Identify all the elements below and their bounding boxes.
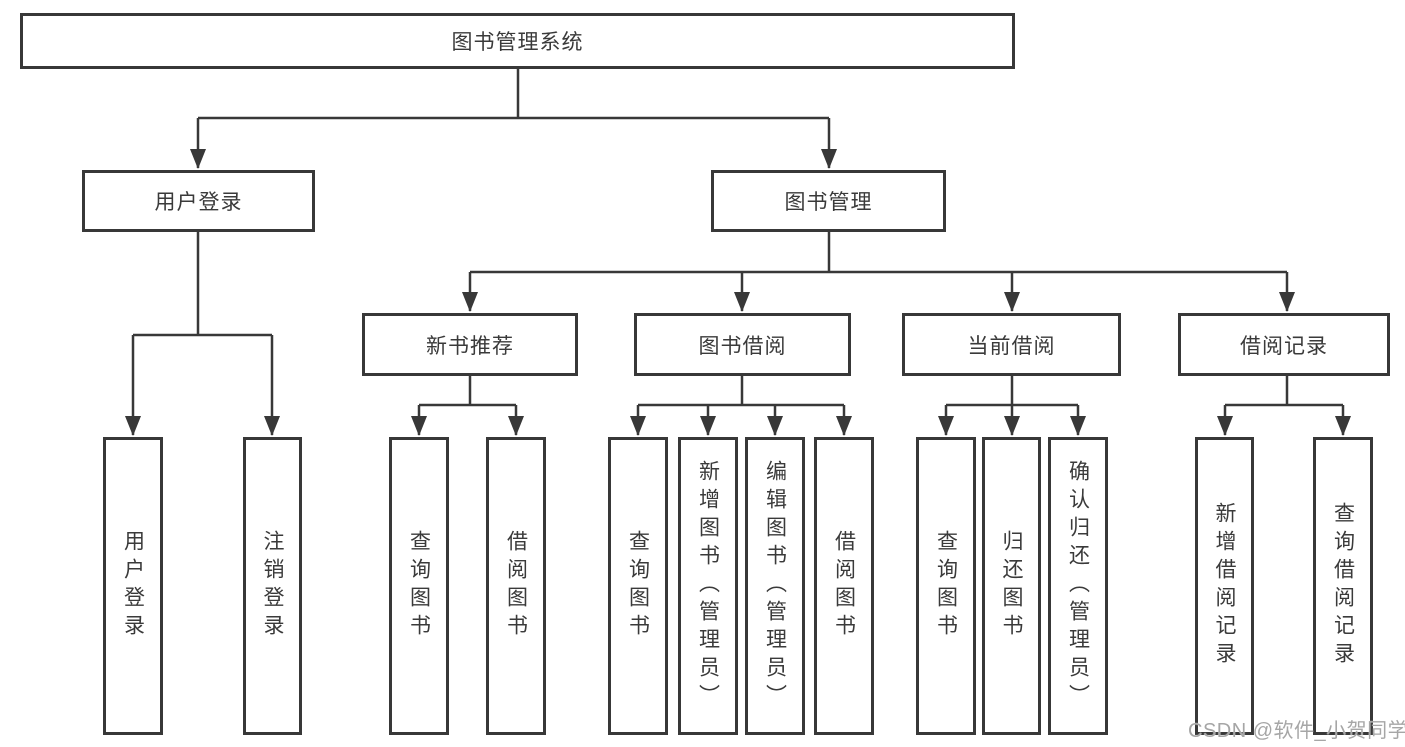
connector-book-management <box>470 232 1287 274</box>
leaf-query-borrow-record: 查询借阅记录 <box>1313 437 1373 735</box>
node-borrow-record: 借阅记录 <box>1178 313 1390 376</box>
node-book-management: 图书管理 <box>711 170 946 232</box>
node-new-book-recommend: 新书推荐 <box>362 313 578 376</box>
connector-current-borrow <box>946 376 1078 407</box>
connector-book-borrow <box>638 376 844 407</box>
leaf-logout: 注销登录 <box>243 437 302 735</box>
node-current-borrow: 当前借阅 <box>902 313 1121 376</box>
node-book-borrow: 图书借阅 <box>634 313 851 376</box>
leaf-query-book-current: 查询图书 <box>916 437 976 735</box>
leaf-add-book-admin: 新增图书（管理员） <box>678 437 738 735</box>
leaf-edit-book-admin: 编辑图书（管理员） <box>745 437 805 735</box>
leaf-query-book-recommend: 查询图书 <box>389 437 449 735</box>
leaf-confirm-return-admin: 确认归还（管理员） <box>1048 437 1108 735</box>
node-root: 图书管理系统 <box>20 13 1015 69</box>
node-user-login: 用户登录 <box>82 170 315 232</box>
connector-borrow-record <box>1225 376 1343 407</box>
connector-new-book <box>419 376 516 407</box>
connector-root <box>198 69 829 120</box>
connector-user-login <box>133 232 272 337</box>
leaf-borrow-book-recommend: 借阅图书 <box>486 437 546 735</box>
leaf-return-book: 归还图书 <box>982 437 1041 735</box>
leaf-add-borrow-record: 新增借阅记录 <box>1195 437 1254 735</box>
leaf-user-login: 用户登录 <box>103 437 163 735</box>
csdn-watermark: CSDN @软件_小贺同学 <box>1188 720 1405 742</box>
leaf-borrow-book: 借阅图书 <box>814 437 874 735</box>
leaf-query-book-borrow: 查询图书 <box>608 437 668 735</box>
